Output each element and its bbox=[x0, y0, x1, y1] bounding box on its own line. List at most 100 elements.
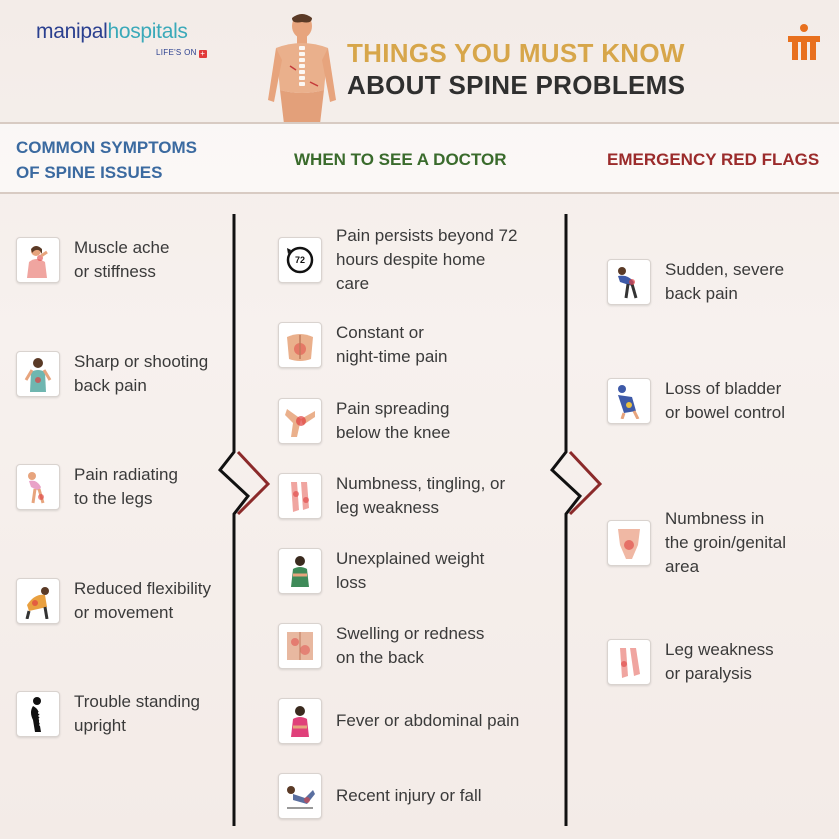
back-redness-icon bbox=[278, 623, 322, 669]
doctor-label: Constant or night-time pain bbox=[336, 321, 448, 369]
knee-pain-icon bbox=[278, 398, 322, 444]
lower-back-icon bbox=[278, 322, 322, 368]
doctor-item: Pain spreading below the knee bbox=[278, 397, 450, 445]
posture-icon bbox=[16, 691, 60, 737]
fall-injury-icon bbox=[278, 773, 322, 819]
doctor-line: Pain persists beyond 72 bbox=[336, 226, 518, 245]
doctor-item: Fever or abdominal pain bbox=[278, 698, 519, 744]
doctor-item: Swelling or redness on the back bbox=[278, 622, 484, 670]
legs-numbness-icon bbox=[278, 473, 322, 519]
72-hours-icon: 72 bbox=[278, 237, 322, 283]
symptoms-heading-line2: OF SPINE ISSUES bbox=[16, 163, 163, 182]
doctor-label: Pain persists beyond 72 hours despite hom… bbox=[336, 224, 517, 296]
back-pain-icon bbox=[16, 351, 60, 397]
doctor-label: Numbness, tingling, or leg weakness bbox=[336, 472, 505, 520]
72-hours-icon-text: 72 bbox=[295, 255, 305, 265]
doctor-label: Pain spreading below the knee bbox=[336, 397, 450, 445]
doctor-item: Numbness, tingling, or leg weakness bbox=[278, 472, 505, 520]
symptom-item: Trouble standing upright bbox=[16, 690, 200, 738]
symptom-label: Sharp or shooting back pain bbox=[74, 350, 208, 398]
emergency-line: Leg weakness bbox=[665, 640, 774, 659]
doctor-line: Numbness, tingling, or bbox=[336, 474, 506, 493]
doctor-line: leg weakness bbox=[336, 498, 440, 517]
neck-pain-icon bbox=[16, 237, 60, 283]
emergency-label: Leg weakness or paralysis bbox=[665, 638, 774, 686]
doctor-line: below the knee bbox=[336, 423, 451, 442]
symptom-item: Muscle ache or stiffness bbox=[16, 236, 169, 284]
bladder-icon bbox=[607, 378, 651, 424]
emergency-item: Loss of bladder or bowel control bbox=[607, 377, 785, 425]
emergency-heading: EMERGENCY RED FLAGS bbox=[607, 150, 820, 169]
emergency-line: Loss of bladder bbox=[665, 379, 782, 398]
emergency-line: or bowel control bbox=[665, 403, 786, 422]
flexibility-icon bbox=[16, 578, 60, 624]
symptom-label: Trouble standing upright bbox=[74, 690, 200, 738]
symptoms-heading-line1: COMMON SYMPTOMS bbox=[16, 138, 198, 157]
symptom-line: Muscle ache bbox=[74, 238, 170, 257]
doctor-line: Constant or bbox=[336, 323, 424, 342]
title-line-2: ABOUT SPINE PROBLEMS bbox=[347, 70, 686, 100]
doctor-line: Recent injury or fall bbox=[336, 786, 482, 805]
doctor-line: night-time pain bbox=[336, 347, 448, 366]
title-line-1: THINGS YOU MUST KNOW bbox=[347, 38, 685, 68]
symptom-label: Pain radiating to the legs bbox=[74, 463, 178, 511]
emergency-line: Sudden, severe bbox=[665, 260, 785, 279]
logo-brand-part1: manipal bbox=[36, 20, 108, 43]
symptom-item: Pain radiating to the legs bbox=[16, 463, 178, 511]
divider-right bbox=[549, 214, 603, 826]
symptom-line: Sharp or shooting bbox=[74, 352, 209, 371]
symptom-line: Reduced flexibility bbox=[74, 579, 212, 598]
doctor-item: Constant or night-time pain bbox=[278, 321, 448, 369]
logo-tagline-text: LIFE'S ON bbox=[156, 48, 197, 57]
hospital-logo: manipalhospitals LIFE'S ON+ bbox=[36, 20, 207, 58]
groin-icon bbox=[607, 520, 651, 566]
doctor-item: 72 Pain persists beyond 72 hours despite … bbox=[278, 224, 517, 296]
doctor-item: Recent injury or fall bbox=[278, 773, 482, 819]
doctor-line: Fever or abdominal pain bbox=[336, 711, 520, 730]
doctor-line: hours despite home bbox=[336, 250, 486, 269]
emergency-item: Sudden, severe back pain bbox=[607, 258, 784, 306]
symptom-line: upright bbox=[74, 716, 126, 735]
fever-icon bbox=[278, 698, 322, 744]
doctor-label: Fever or abdominal pain bbox=[336, 709, 519, 733]
emergency-line: back pain bbox=[665, 284, 738, 303]
symptom-line: Trouble standing bbox=[74, 692, 201, 711]
symptom-item: Sharp or shooting back pain bbox=[16, 350, 208, 398]
weight-loss-icon bbox=[278, 548, 322, 594]
emergency-line: area bbox=[665, 557, 700, 576]
emergency-label: Numbness in the groin/genital area bbox=[665, 507, 786, 579]
logo-tagline: LIFE'S ON+ bbox=[156, 48, 207, 58]
logo-wordmark: manipalhospitals bbox=[36, 20, 188, 44]
divider-left bbox=[217, 214, 271, 826]
doctor-line: Unexplained weight bbox=[336, 549, 485, 568]
emergency-item: Leg weakness or paralysis bbox=[607, 638, 774, 686]
symptom-label: Muscle ache or stiffness bbox=[74, 236, 169, 284]
spine-figure-icon bbox=[268, 14, 336, 124]
emergency-label: Loss of bladder or bowel control bbox=[665, 377, 785, 425]
doctor-label: Swelling or redness on the back bbox=[336, 622, 484, 670]
doctor-heading: WHEN TO SEE A DOCTOR bbox=[294, 150, 507, 169]
doctor-line: on the back bbox=[336, 648, 424, 667]
doctor-line: care bbox=[336, 274, 370, 293]
doctor-line: Pain spreading bbox=[336, 399, 450, 418]
doctor-line: Swelling or redness bbox=[336, 624, 485, 643]
logo-plus-icon: + bbox=[198, 49, 207, 58]
symptom-line: back pain bbox=[74, 376, 147, 395]
emergency-line: or paralysis bbox=[665, 664, 752, 683]
symptom-line: Pain radiating bbox=[74, 465, 178, 484]
symptoms-heading: COMMON SYMPTOMS OF SPINE ISSUES bbox=[16, 135, 197, 185]
column-header-band bbox=[0, 122, 839, 194]
logo-brand-part2: hospitals bbox=[107, 20, 188, 43]
emergency-label: Sudden, severe back pain bbox=[665, 258, 784, 306]
paralysis-icon bbox=[607, 639, 651, 685]
symptom-line: to the legs bbox=[74, 489, 153, 508]
emergency-line: Numbness in bbox=[665, 509, 765, 528]
emergency-line: the groin/genital bbox=[665, 533, 786, 552]
leg-pain-icon bbox=[16, 464, 60, 510]
symptom-line: or stiffness bbox=[74, 262, 156, 281]
emergency-item: Numbness in the groin/genital area bbox=[607, 507, 786, 579]
